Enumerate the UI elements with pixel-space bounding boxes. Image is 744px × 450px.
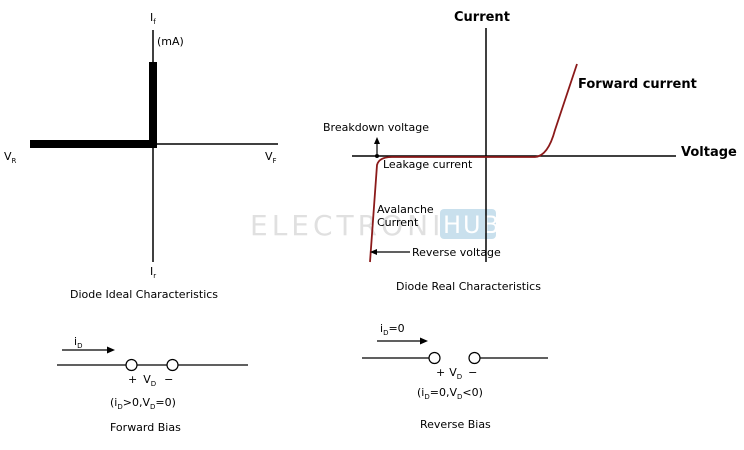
ideal-vf-label: VF: [265, 150, 277, 165]
real-x-axis-label: Voltage: [681, 145, 737, 160]
real-iv-curve: [369, 63, 578, 263]
ideal-if-label: If: [150, 11, 156, 26]
fb-voltage-label: +VD−: [128, 373, 173, 388]
fb-current-label: iD: [74, 335, 82, 350]
real-leakage-label: Leakage current: [383, 158, 473, 171]
forward-bias: iD +VD− (iD>0,VD=0) Forward Bias: [57, 335, 248, 434]
rb-current-label: iD=0: [380, 322, 405, 337]
watermark-hub-text: HUB: [443, 211, 501, 239]
rb-terminal-cathode: [468, 351, 481, 365]
rb-condition: (iD=0,VD<0): [417, 386, 483, 401]
fb-terminal-cathode: [166, 358, 179, 372]
reverse-bias: iD=0 +VD− (iD=0,VD<0) Reverse Bias: [362, 322, 548, 431]
real-forward-label: Forward current: [578, 77, 697, 92]
real-avalanche-label-1: Avalanche: [377, 203, 434, 216]
fb-caption: Forward Bias: [110, 421, 181, 434]
breakdown-arrow-head: [374, 137, 380, 144]
rb-caption: Reverse Bias: [420, 418, 491, 431]
ideal-unit-label: (mA): [157, 35, 184, 48]
ideal-forward-line: [149, 62, 157, 148]
real-characteristics: Current Voltage Forward current Breakdow…: [323, 10, 737, 293]
real-caption: Diode Real Characteristics: [396, 280, 541, 293]
ideal-characteristics: If (mA) VR VF Ir Diode Ideal Characteris…: [4, 11, 278, 301]
real-breakdown-label: Breakdown voltage: [323, 121, 429, 134]
watermark-hub-box: [440, 209, 496, 239]
real-reverse-label: Reverse voltage: [412, 246, 501, 259]
fb-current-arrow-head: [107, 346, 115, 354]
breakdown-point: [375, 154, 379, 158]
reverse-voltage-arrow-head: [370, 249, 377, 255]
watermark: ELECTRONICS HUB: [250, 209, 501, 242]
ideal-reverse-line: [30, 140, 156, 148]
rb-voltage-label: +VD−: [436, 366, 477, 381]
ideal-vr-label: VR: [4, 150, 17, 165]
real-avalanche-label-2: Current: [377, 216, 419, 229]
fb-condition: (iD>0,VD=0): [110, 396, 176, 411]
ideal-caption: Diode Ideal Characteristics: [70, 288, 218, 301]
rb-current-arrow-head: [420, 337, 428, 345]
rb-terminal-anode: [428, 351, 441, 365]
real-y-axis-label: Current: [454, 10, 510, 25]
ideal-ir-label: Ir: [150, 265, 156, 280]
fb-terminal-anode: [125, 358, 138, 372]
